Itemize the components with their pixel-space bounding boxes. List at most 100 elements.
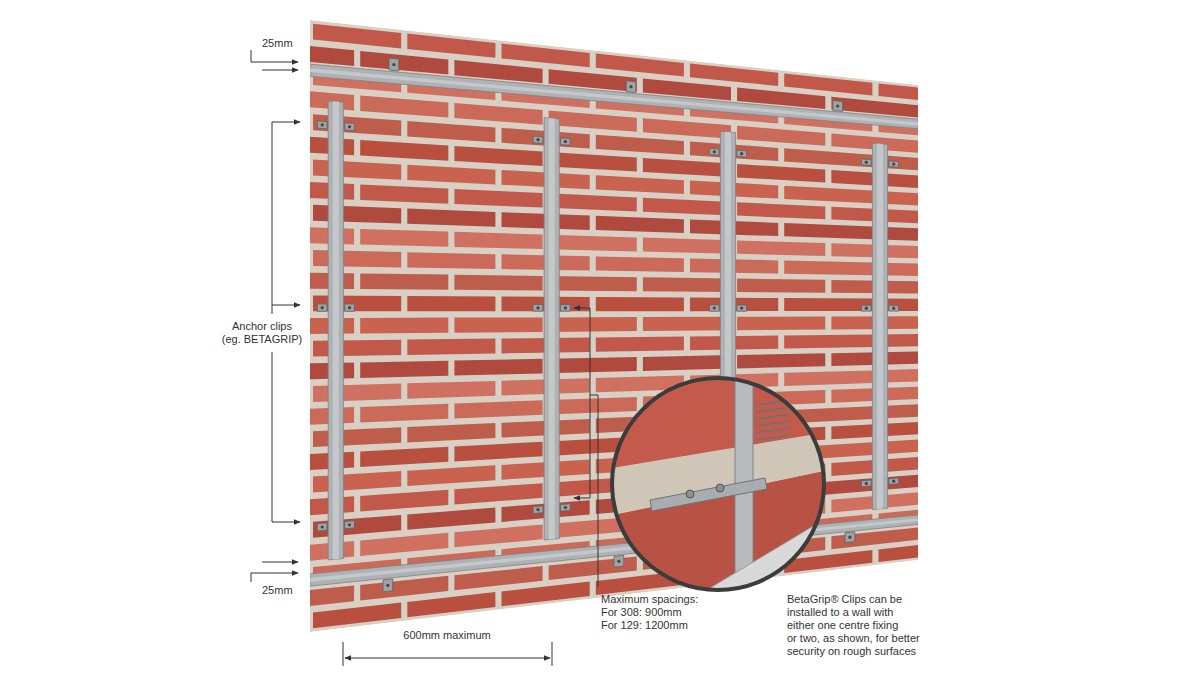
clip-screw: [865, 482, 868, 485]
channel: [872, 143, 887, 509]
dimension-tick: [552, 642, 553, 666]
slot: [756, 407, 790, 412]
channel-face: [877, 144, 883, 510]
brick-wall: [266, 20, 967, 632]
text-line: For 308: 900mm: [601, 606, 698, 619]
channel-face: [310, 68, 918, 125]
brick: [454, 442, 542, 462]
brick: [879, 83, 967, 104]
clip-screw: [386, 584, 389, 587]
text-line: security on rough surfaces: [787, 645, 920, 658]
brick: [879, 402, 967, 419]
clip-screw: [629, 85, 632, 88]
brick: [737, 202, 825, 219]
leader-arrow: [272, 122, 300, 123]
inset-border: [612, 378, 824, 590]
brick: [643, 277, 731, 292]
brick: [737, 353, 825, 368]
brick: [502, 44, 590, 68]
brick: [313, 205, 401, 224]
brick: [454, 275, 542, 291]
inset-detail: [600, 370, 840, 610]
clip: [889, 305, 899, 311]
clip: [345, 123, 355, 131]
clip: [317, 523, 327, 531]
brick: [549, 276, 637, 291]
brick: [879, 299, 967, 312]
brick: [596, 216, 684, 233]
clip-screw: [617, 560, 620, 563]
dimension-line: [262, 562, 298, 563]
brick: [313, 340, 401, 357]
clip-screw: [348, 125, 351, 128]
dimension-line: [262, 70, 298, 71]
text-line: BetaGrip® Clips can be: [787, 593, 920, 606]
brick: [360, 140, 448, 161]
clip: [862, 159, 872, 166]
betagrip-clip: [650, 478, 767, 511]
brick: [502, 582, 590, 607]
clip: [737, 305, 747, 311]
brick: [784, 74, 872, 96]
brick: [879, 437, 967, 455]
brick: [879, 227, 967, 243]
clip: [533, 136, 543, 143]
slot: [756, 421, 790, 426]
brick: [313, 515, 401, 538]
brick: [407, 423, 495, 442]
slot: [756, 428, 790, 433]
clip-screw: [564, 506, 567, 509]
brick: [360, 95, 448, 117]
channel: [310, 515, 918, 586]
dimension-label: 25mm: [262, 37, 293, 50]
clip: [710, 305, 720, 311]
clip: [533, 506, 543, 514]
brick: [737, 240, 825, 256]
brick: [454, 400, 542, 418]
bricks: [266, 24, 967, 629]
brick: [454, 146, 542, 166]
annotations: [251, 50, 598, 666]
brick: [690, 64, 778, 87]
brick: [879, 333, 967, 347]
brick: [407, 465, 495, 486]
brick: [737, 164, 825, 183]
channel: [310, 64, 918, 129]
brick: [313, 427, 401, 447]
slot: [756, 414, 790, 419]
brick: [549, 317, 637, 332]
clip-screw: [348, 306, 351, 309]
brick: [879, 191, 967, 208]
brick: [360, 404, 448, 423]
clip-screw: [348, 523, 351, 526]
clip-screw: [713, 306, 716, 309]
clip-note: BetaGrip® Clips can be installed to a wa…: [787, 593, 920, 658]
channel: [544, 118, 559, 540]
clip: [614, 555, 624, 567]
clip: [845, 532, 855, 543]
text-line: Maximum spacings:: [601, 593, 698, 606]
channel: [328, 101, 343, 560]
inset-content: [600, 370, 840, 610]
dimension-line: [345, 658, 550, 659]
clip-screw: [848, 536, 851, 539]
brick: [313, 160, 401, 180]
clip: [345, 304, 355, 311]
clip-screw: [536, 138, 539, 141]
text-line: For 129: 1200mm: [601, 619, 698, 632]
brick: [737, 279, 825, 293]
brick: [407, 296, 495, 311]
brick: [454, 483, 542, 504]
brick: [549, 357, 637, 373]
spacing-arrow: [574, 308, 590, 309]
clip: [737, 150, 747, 157]
brick: [643, 317, 731, 331]
text-line: installed to a wall with: [787, 606, 920, 619]
clip: [833, 101, 843, 112]
brick: [313, 114, 401, 136]
inset-channel-slots: [756, 400, 790, 440]
brick: [407, 252, 495, 269]
clip: [561, 138, 571, 145]
